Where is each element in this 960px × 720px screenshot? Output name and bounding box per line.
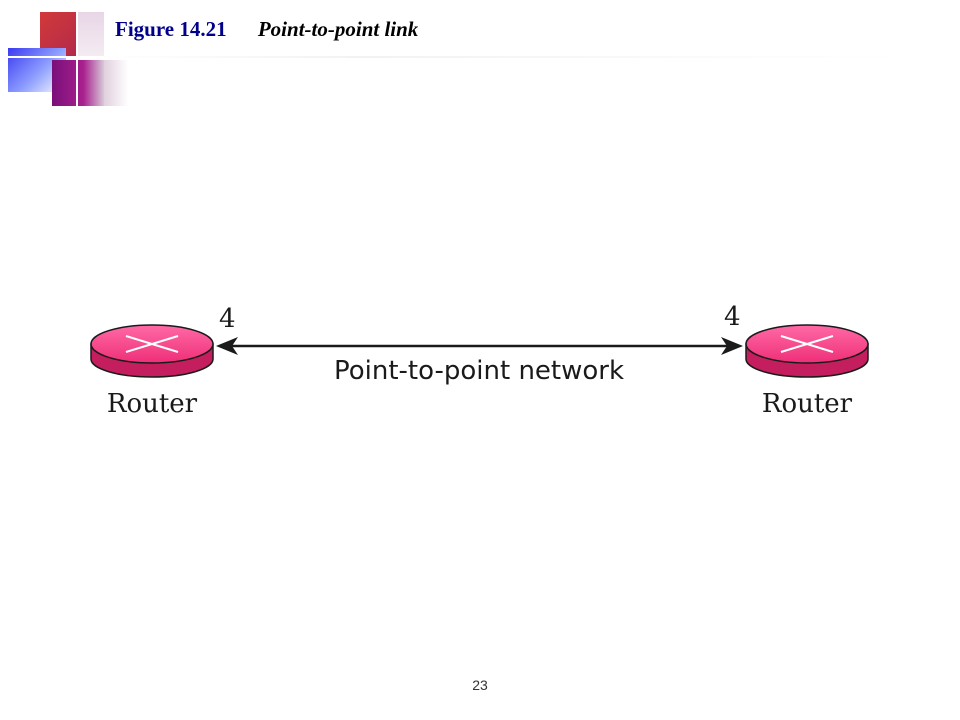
slide-decoration-purple-block	[52, 60, 104, 106]
right-interface-cost: 4	[724, 302, 741, 332]
link-label: Point-to-point network	[334, 356, 624, 386]
slide-title: Figure 14.21 Point-to-point link	[115, 17, 418, 42]
point-to-point-link	[216, 337, 743, 355]
right-arrowhead-icon	[721, 337, 743, 355]
slide-decoration-fade-block	[104, 60, 128, 106]
slide-decoration-lilac-block	[78, 12, 104, 56]
right-router-icon	[745, 324, 869, 378]
left-arrowhead-icon	[216, 337, 238, 355]
figure-number: Figure 14.21	[115, 17, 227, 41]
slide-decoration-divider-vertical	[76, 8, 78, 108]
left-router-icon	[90, 324, 214, 378]
left-interface-cost: 4	[219, 304, 236, 334]
left-router-label: Router	[107, 389, 198, 419]
page-number: 23	[472, 677, 488, 693]
slide-decoration-divider-horizontal	[0, 56, 900, 58]
figure-caption: Point-to-point link	[257, 17, 419, 41]
right-router-label: Router	[762, 389, 853, 419]
